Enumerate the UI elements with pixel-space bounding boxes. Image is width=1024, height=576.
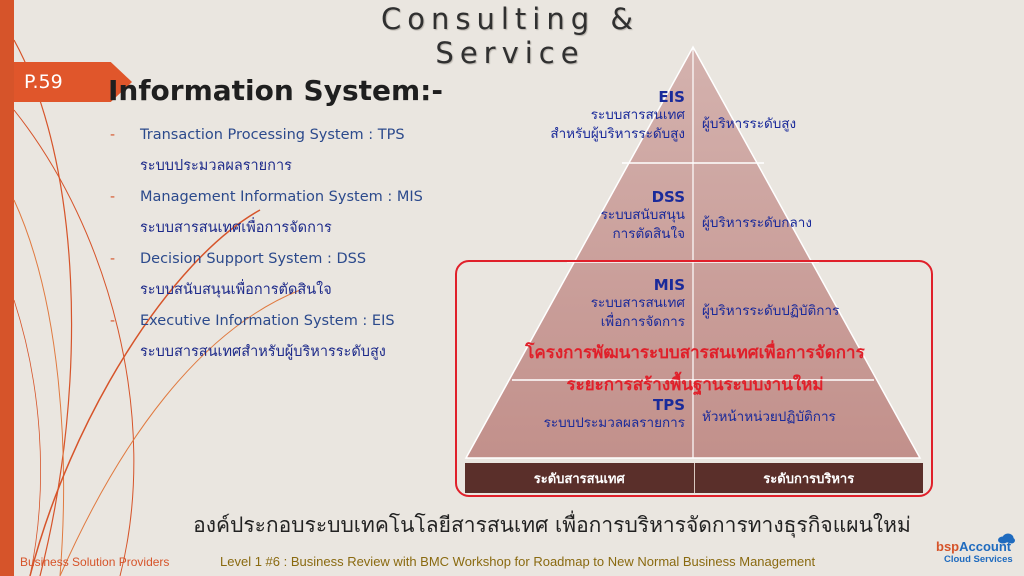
dash-bullet-icon: -	[110, 313, 116, 329]
list-item: - Management Information System : MIS ระบ…	[110, 182, 450, 244]
logo-bsp: bsp	[936, 539, 960, 554]
list-item: - Decision Support System : DSS ระบบสนับส…	[110, 244, 450, 306]
system-name-th: ระบบประมวลผลรายการ	[140, 158, 292, 174]
page-number-tag: P.59	[14, 62, 132, 102]
level-tps: TPS ระบบประมวลผลรายการ	[480, 396, 685, 433]
system-name-th: ระบบสารสนเทศเพื่อการจัดการ	[140, 220, 332, 236]
level-desc-line1: ระบบสารสนเทศ	[590, 107, 685, 123]
level-eis-role: ผู้บริหารระดับสูง	[702, 116, 797, 132]
footer-info-level: ระดับสารสนเทศ	[533, 471, 625, 487]
level-dss-role: ผู้บริหารระดับกลาง	[702, 215, 812, 231]
list-item: - Executive Information System : EIS ระบบ…	[110, 306, 450, 368]
logo-account: Account	[959, 539, 1012, 554]
level-desc-line1: ระบบสนับสนุน	[600, 207, 685, 223]
page-title: Consulting & Service	[381, 2, 639, 70]
company-tagline: Business Solution Providers	[20, 555, 170, 569]
bsp-account-logo: bspAccount Cloud Services	[936, 533, 1020, 574]
level-mis-role: ผู้บริหารระดับปฏิบัติการ	[702, 303, 840, 319]
system-list: - Transaction Processing System : TPS ระบ…	[110, 120, 450, 368]
system-name-th: ระบบสารสนเทศสำหรับผู้บริหารระดับสูง	[140, 344, 386, 360]
system-name-en: Management Information System : MIS	[140, 189, 423, 205]
level-desc-line1: ระบบประมวลผลรายการ	[543, 415, 685, 431]
level-code: EIS	[658, 88, 685, 106]
footer-management-level: ระดับการบริหาร	[693, 463, 924, 493]
level-code: DSS	[651, 188, 685, 206]
level-desc-line2: เพื่อการจัดการ	[600, 314, 685, 330]
slide-caption: องค์ประกอบระบบเทคโนโลยีสารสนเทศ เพื่อการ…	[193, 513, 911, 537]
highlight-phase-line: ระยะการสร้างพื้นฐานระบบงานใหม่	[566, 375, 824, 395]
level-desc-line2: สำหรับผู้บริหารระดับสูง	[550, 126, 685, 142]
section-title: Information System:-	[108, 74, 444, 107]
level-tps-role: หัวหน้าหน่วยปฏิบัติการ	[702, 409, 836, 425]
highlight-frame	[455, 260, 933, 497]
level-code: MIS	[653, 276, 685, 294]
list-item: - Transaction Processing System : TPS ระบ…	[110, 120, 450, 182]
system-name-en: Decision Support System : DSS	[140, 251, 367, 267]
dash-bullet-icon: -	[110, 251, 116, 267]
level-dss: DSS ระบบสนับสนุน การตัดสินใจ	[480, 188, 685, 244]
system-name-en: Transaction Processing System : TPS	[140, 127, 405, 143]
level-desc-line1: ระบบสารสนเทศ	[590, 295, 685, 311]
pyramid-footer-bar: ระดับสารสนเทศ ระดับการบริหาร	[465, 463, 923, 493]
logo-subtitle: Cloud Services	[944, 554, 1013, 565]
level-mis: MIS ระบบสารสนเทศ เพื่อการจัดการ	[480, 276, 685, 332]
level-desc-line2: การตัดสินใจ	[612, 226, 685, 242]
level-eis: EIS ระบบสารสนเทศ สำหรับผู้บริหารระดับสูง	[480, 88, 685, 144]
left-accent-strip	[0, 0, 14, 576]
workshop-footer: Level 1 #6 : Business Review with BMC Wo…	[220, 554, 816, 569]
dash-bullet-icon: -	[110, 189, 116, 205]
level-code: TPS	[652, 396, 685, 414]
dash-bullet-icon: -	[110, 127, 116, 143]
logo-wordmark: bspAccount	[936, 540, 1020, 554]
cloud-icon	[998, 533, 1015, 544]
system-name-en: Executive Information System : EIS	[140, 313, 395, 329]
system-name-th: ระบบสนับสนุนเพื่อการตัดสินใจ	[140, 282, 332, 298]
highlight-project-line: โครงการพัฒนาระบบสารสนเทศเพื่อการจัดการ	[525, 343, 865, 363]
